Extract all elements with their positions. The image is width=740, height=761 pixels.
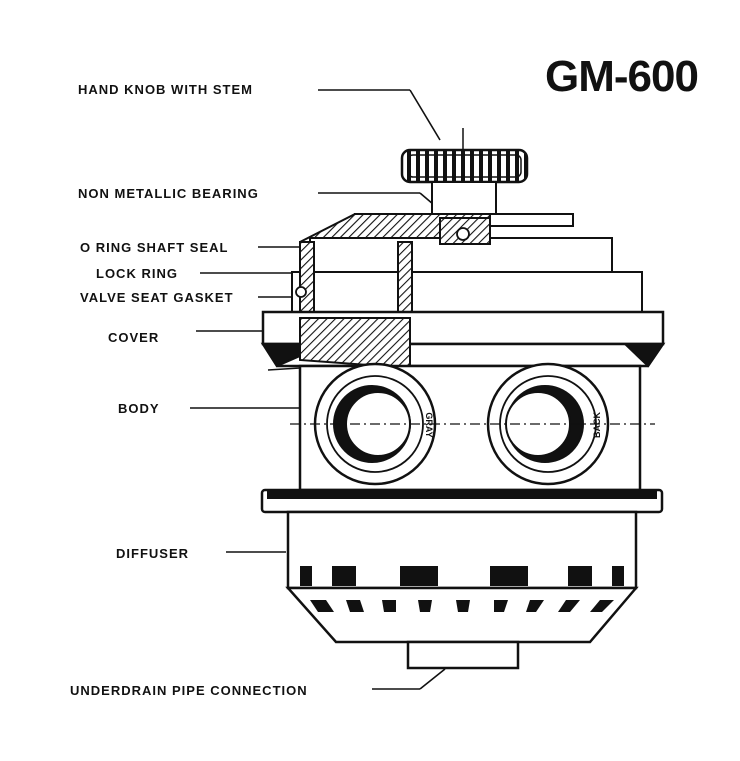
label-underdrain: UNDERDRAIN PIPE CONNECTION xyxy=(70,683,308,698)
label-cover: COVER xyxy=(108,330,160,345)
label-bearing: NON METALLIC BEARING xyxy=(78,186,259,201)
hand-knob xyxy=(400,128,529,215)
label-oring-seal: O RING SHAFT SEAL xyxy=(80,240,229,255)
port-mark-left: GRAY xyxy=(424,412,434,437)
label-lock-ring: LOCK RING xyxy=(96,266,178,281)
label-hand-knob: HAND KNOB WITH STEM xyxy=(78,82,253,97)
label-valve-seat-gasket: VALVE SEAT GASKET xyxy=(80,290,234,305)
port-mark-right: BACK xyxy=(592,412,602,438)
label-body: BODY xyxy=(118,401,160,416)
cover xyxy=(260,213,666,370)
diffuser xyxy=(285,510,639,644)
valve-body xyxy=(267,362,655,492)
model-title: GM-600 xyxy=(545,52,699,101)
label-diffuser: DIFFUSER xyxy=(116,546,189,561)
underdrain-connection xyxy=(406,640,520,670)
